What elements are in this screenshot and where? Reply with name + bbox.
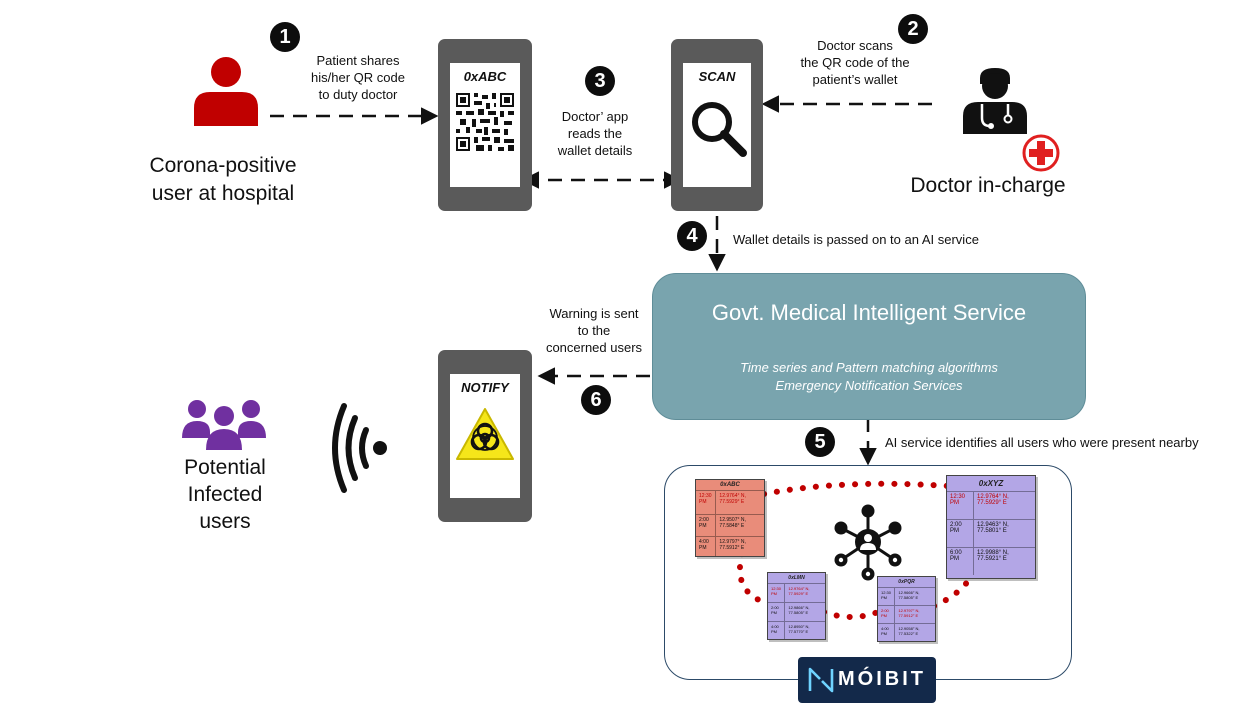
step-1-badge: 1 [270,22,300,52]
doctor-caption: Doctor in-charge [910,174,1066,197]
magnifier-icon [692,102,747,157]
phone-title: 0xABC [463,69,507,84]
patient-phone: 0xABC [438,39,532,211]
doctor-phone: SCAN [671,39,763,211]
qr-code-icon [456,93,514,151]
infected-users-caption: Potential Infected users [184,456,266,533]
step-3-badge: 3 [585,66,615,96]
moibit-logo: MÓIBIT [798,657,936,703]
doctor-icon [963,68,1027,134]
network-hub-icon [834,504,902,581]
identify-users-label: AI service identifies all users who were… [885,435,1199,450]
patient-share-label: Patient shares his/her QR code to duty d… [311,53,405,102]
warning-label: Warning is sent to the concerned users [545,306,643,355]
biohazard-icon [456,408,514,460]
pass-to-ai-label: Wallet details is passed on to an AI ser… [733,232,979,247]
step-4-badge: 4 [677,221,707,251]
medical-cross-icon [1022,134,1060,172]
service-notifications: Emergency Notification Services [775,378,963,393]
step-2-badge: 2 [898,14,928,44]
doctor-scans-label: Doctor scans the QR code of the patient’… [800,38,910,87]
notify-phone: NOTIFY [438,350,532,522]
person-icon [194,57,258,126]
step-6-badge: 6 [581,385,611,415]
medical-service-box: Govt. Medical Intelligent Service Time s… [652,273,1086,420]
brand-name: MÓIBIT [838,668,926,690]
location-trail [736,480,977,620]
moibit-logo-icon [808,667,834,693]
service-title: Govt. Medical Intelligent Service [711,300,1027,325]
step-5-badge: 5 [805,427,835,457]
patient-caption: Corona-positive user at hospital [149,154,297,205]
wireless-signal-icon [332,403,387,493]
service-algorithms: Time series and Pattern matching algorit… [740,360,998,375]
phone-title: NOTIFY [461,380,509,395]
app-reads-label: Doctor’ app reads the wallet details [557,109,633,158]
group-icon [182,400,266,450]
phone-title: SCAN [698,69,736,84]
